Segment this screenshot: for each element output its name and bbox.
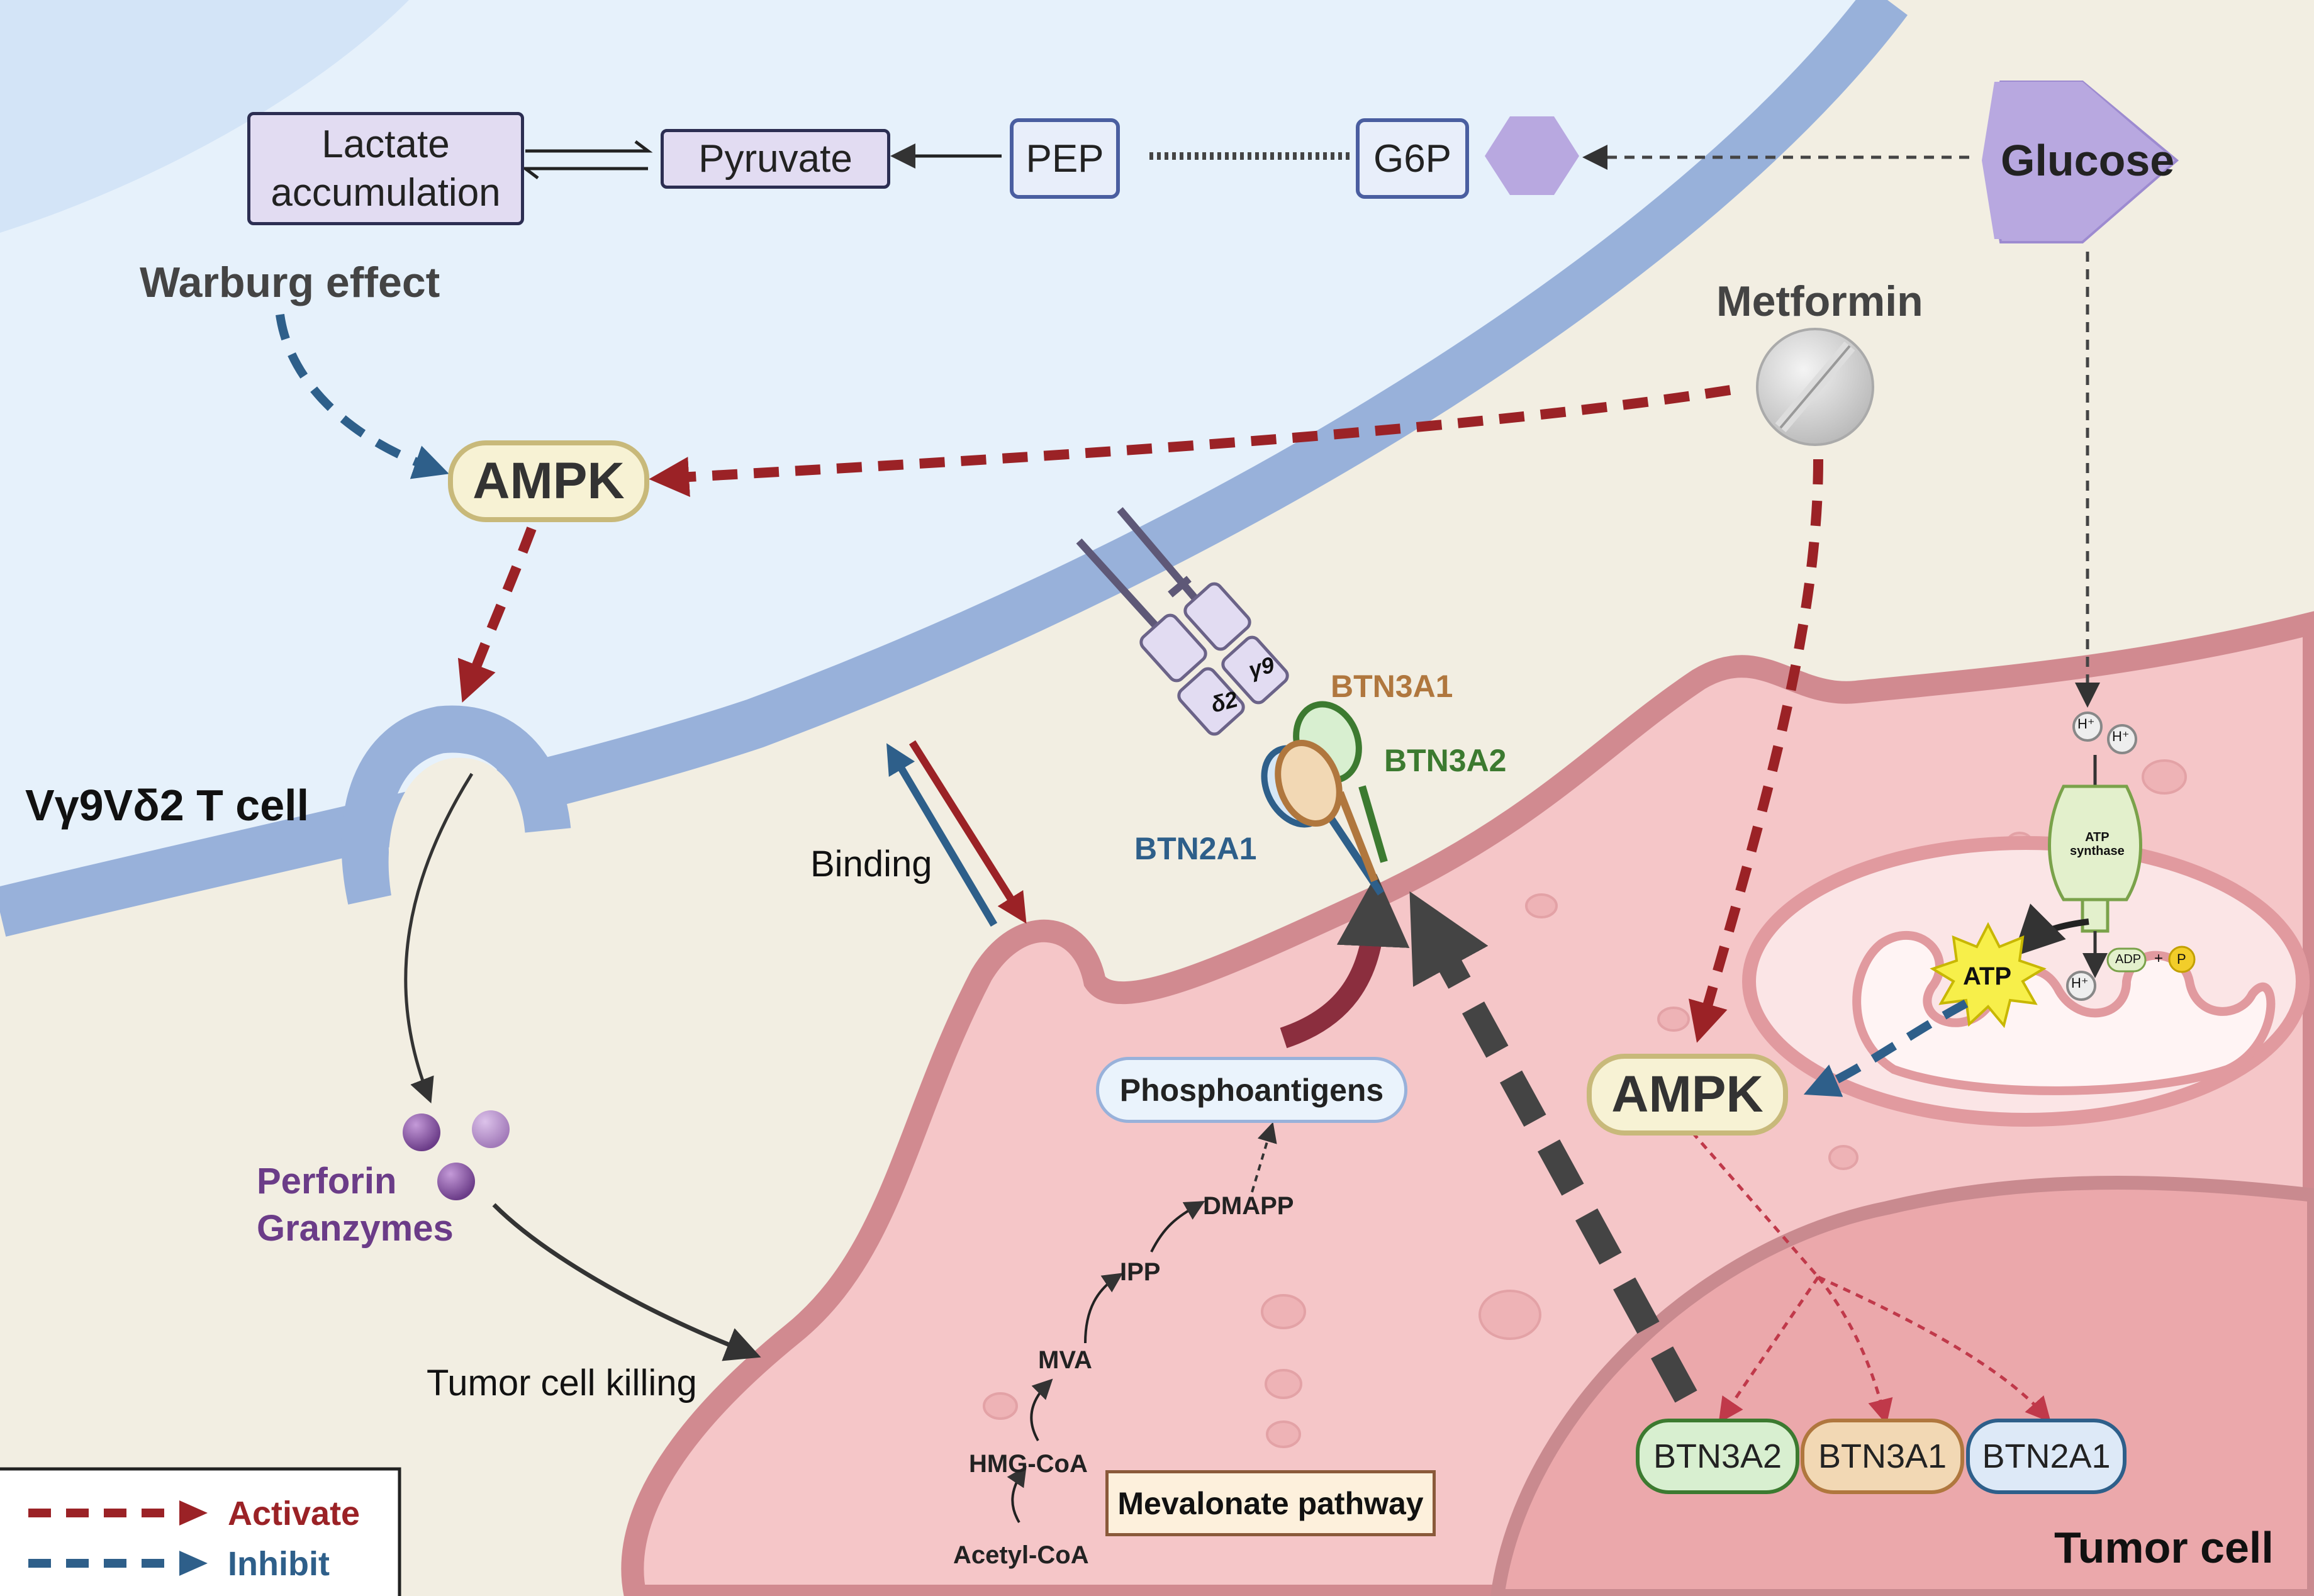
plus-label: + xyxy=(2154,950,2164,967)
tumor-cell-label: Tumor cell xyxy=(2054,1523,2274,1572)
pyruvate-box: Pyruvate xyxy=(661,129,890,189)
vesicles xyxy=(983,759,2187,1448)
proton-circles xyxy=(2066,712,2137,1001)
lactate-box: Lactate accumulation xyxy=(247,112,524,225)
mevalonate-step: IPP xyxy=(1120,1258,1161,1286)
p-label: P xyxy=(2177,951,2186,967)
pyruvate-label: Pyruvate xyxy=(698,137,852,181)
metformin-label: Metformin xyxy=(1716,277,1923,325)
mevalonate-label: Mevalonate pathway xyxy=(1117,1485,1424,1521)
pep-box: PEP xyxy=(1010,118,1120,199)
btn3a2-box: BTN3A2 xyxy=(1636,1419,1799,1494)
mevalonate-step: MVA xyxy=(1038,1346,1092,1374)
btn3a2-box-label: BTN3A2 xyxy=(1653,1437,1782,1475)
mevalonate-step: DMAPP xyxy=(1203,1192,1294,1220)
adp-label: ADP xyxy=(2115,952,2142,966)
g6p-label: G6P xyxy=(1373,137,1452,181)
legend-inhibit: Inhibit xyxy=(228,1545,330,1583)
btn3a1-box: BTN3A1 xyxy=(1801,1419,1964,1494)
legend-activate: Activate xyxy=(228,1495,361,1532)
atp-synthase-label: ATP synthase xyxy=(2070,830,2125,858)
mitochondrion-cristae xyxy=(1852,931,2276,1095)
btn3a1-label: BTN3A1 xyxy=(1331,669,1453,704)
ampk-tcell: AMPK xyxy=(448,440,649,522)
phosphoantigens-box: Phosphoantigens xyxy=(1096,1057,1407,1123)
pep-label: PEP xyxy=(1026,137,1104,181)
phosphoantigens-label: Phosphoantigens xyxy=(1119,1072,1384,1108)
mevalonate-step: Acetyl-CoA xyxy=(953,1541,1089,1569)
t-cell-nucleus xyxy=(0,0,409,233)
ampk-tcell-label: AMPK xyxy=(472,452,625,510)
mevalonate-box: Mevalonate pathway xyxy=(1105,1470,1436,1536)
lactate-label: Lactate accumulation xyxy=(271,122,501,215)
legend-box xyxy=(0,1467,401,1596)
mevalonate-step: HMG-CoA xyxy=(969,1450,1088,1478)
atp-synthase xyxy=(2048,784,2142,901)
warburg-label: Warburg effect xyxy=(140,259,440,306)
granule-pocket xyxy=(341,705,571,905)
g6p-hexagon xyxy=(1485,116,1579,195)
t-cell-membrane xyxy=(0,0,1908,937)
atp-burst xyxy=(1930,922,2047,1029)
ampk-tumor: AMPK xyxy=(1587,1054,1788,1136)
proton-label: H⁺ xyxy=(2077,716,2095,732)
proton-label: H⁺ xyxy=(2112,728,2130,744)
binding-label: Binding xyxy=(810,844,932,884)
btn3a1-box-label: BTN3A1 xyxy=(1818,1437,1947,1475)
btn3a2-label: BTN3A2 xyxy=(1384,743,1507,778)
g6p-box: G6P xyxy=(1356,118,1469,199)
atp-label: ATP xyxy=(1963,963,2012,990)
ampk-tumor-label: AMPK xyxy=(1611,1066,1763,1123)
perforin-label: Perforin Granzymes xyxy=(257,1161,454,1249)
btn2a1-box-label: BTN2A1 xyxy=(1982,1437,2111,1475)
btn2a1-label: BTN2A1 xyxy=(1134,831,1257,866)
proton-label: H⁺ xyxy=(2071,975,2089,991)
t-cell-label: Vγ9Vδ2 T cell xyxy=(25,781,310,830)
tumor-killing-label: Tumor cell killing xyxy=(427,1363,697,1403)
btn-molecules xyxy=(1261,701,1388,896)
btn2a1-box: BTN2A1 xyxy=(1966,1419,2127,1494)
glucose-label: Glucose xyxy=(2001,136,2175,185)
